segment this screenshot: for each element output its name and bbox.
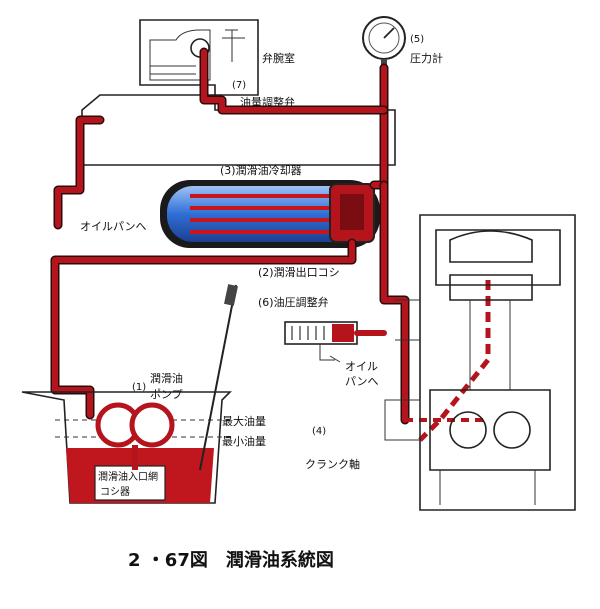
label-max-level: 最大油量	[222, 414, 266, 428]
label-inlet-strainer-2: コシ器	[100, 486, 130, 498]
oil-cooler	[160, 180, 380, 248]
label-crankshaft: クランク軸	[305, 457, 360, 471]
label-outlet-strainer: (2)潤滑出口コシ	[258, 265, 340, 279]
label-pump-2: ポンプ	[150, 388, 183, 401]
pressure-gauge	[362, 16, 406, 69]
label-relief-valve: (6)油圧調整弁	[258, 295, 329, 309]
engine-block	[384, 214, 576, 511]
label-pump-1: 潤滑油	[150, 371, 183, 385]
label-min-level: 最小油量	[222, 434, 266, 448]
figure-caption: 2 ・67図 潤滑油系統図	[128, 549, 334, 571]
label-valve-chamber: 弁腕室	[262, 51, 295, 65]
label-num5: (5)	[410, 34, 424, 45]
label-cooler: (3)潤滑油冷却器	[220, 163, 302, 177]
oil-piping	[50, 47, 491, 442]
relief-valve	[284, 321, 387, 363]
label-to-oil-pan-right-2: パンへ	[345, 375, 379, 388]
oil-pan	[21, 284, 238, 504]
label-oil-adjust-valve: 油量調整弁	[240, 95, 295, 109]
label-num1: (1)	[132, 382, 146, 393]
label-inlet-strainer-1: 潤滑油入口網	[98, 470, 158, 483]
valve-chamber	[81, 19, 396, 166]
label-to-oil-pan-right-1: オイル	[345, 360, 378, 373]
label-num4: (4)	[312, 426, 326, 437]
label-num7: (7)	[232, 80, 246, 91]
oil-pump	[95, 402, 175, 470]
label-pressure-gauge: 圧力計	[410, 51, 443, 65]
label-to-oil-pan-left: オイルパンへ	[80, 220, 147, 233]
